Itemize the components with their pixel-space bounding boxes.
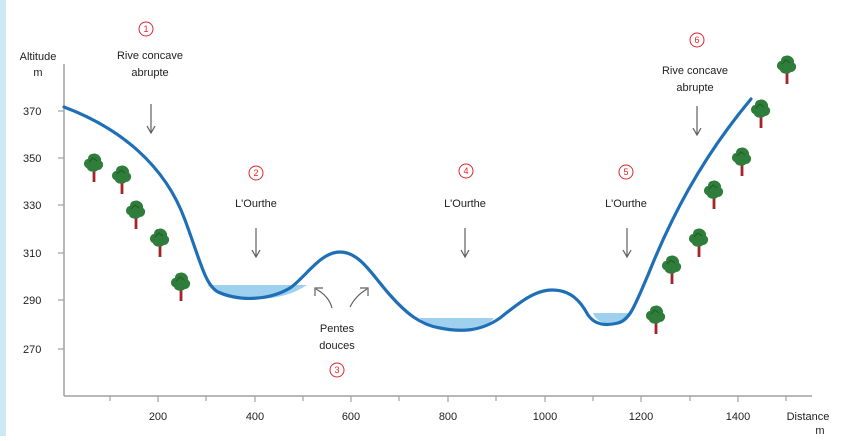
tree-icon <box>750 98 771 129</box>
x-tick-label: 800 <box>439 411 457 423</box>
marker-2 <box>248 165 264 181</box>
arrow-down-icon <box>251 227 261 258</box>
x-tick-marks <box>109 396 787 402</box>
marker-4-number: 4 <box>463 166 468 176</box>
arrow-down-icon <box>622 227 632 258</box>
y-tick-label: 270 <box>23 344 41 356</box>
x-tick-label: 1400 <box>726 411 750 423</box>
x-tick-label: 600 <box>342 411 360 423</box>
label-6-line1: Rive concave <box>662 65 728 77</box>
y-axis-unit: m <box>33 67 42 79</box>
arrow-down-icon <box>460 227 470 258</box>
marker-3 <box>329 362 345 378</box>
marker-6 <box>689 32 705 48</box>
x-tick-label: 200 <box>149 411 167 423</box>
y-tick-marks <box>58 110 64 350</box>
y-tick-label: 350 <box>23 153 41 165</box>
tree-icon <box>776 54 797 85</box>
x-axis-unit: m <box>815 425 824 436</box>
label-5: L'Ourthe <box>605 198 647 210</box>
marker-4 <box>458 163 474 179</box>
y-axis-title: Altitude <box>20 51 57 63</box>
x-axis-title: Distance <box>787 411 830 423</box>
y-tick-label: 310 <box>23 248 41 260</box>
y-tick-label: 370 <box>23 106 41 118</box>
marker-5-number: 5 <box>623 167 628 177</box>
marker-5 <box>618 164 634 180</box>
label-3-line2: douces <box>319 340 355 352</box>
tree-icon <box>125 199 146 230</box>
label-3-line1: Pentes <box>320 323 355 335</box>
label-1-line1: Rive concave <box>117 50 183 62</box>
tree-icon <box>83 152 104 183</box>
tree-icon <box>688 227 709 258</box>
label-4: L'Ourthe <box>444 198 486 210</box>
arrow-down-icon <box>146 103 156 134</box>
x-tick-label: 1000 <box>533 411 557 423</box>
x-tick-label: 1200 <box>629 411 653 423</box>
marker-2-number: 2 <box>253 168 258 178</box>
arrow-down-icon <box>692 105 702 136</box>
tree-icon <box>111 164 132 195</box>
x-tick-label: 400 <box>246 411 264 423</box>
tree-icon <box>731 146 752 177</box>
marker-1 <box>138 21 154 37</box>
label-6-line2: abrupte <box>676 82 713 94</box>
label-1-line2: abrupte <box>131 67 168 79</box>
terrain-profile-line <box>62 97 753 332</box>
marker-3-number: 3 <box>334 365 339 375</box>
tree-icon <box>703 179 724 210</box>
arrow-up-left-icon <box>314 287 333 309</box>
marker-1-number: 1 <box>143 24 148 34</box>
tree-icon <box>170 271 191 302</box>
tree-icon <box>661 254 682 285</box>
y-tick-label: 290 <box>23 295 41 307</box>
marker-6-number: 6 <box>694 35 699 45</box>
label-2: L'Ourthe <box>235 198 277 210</box>
arrow-up-right-icon <box>349 287 369 308</box>
tree-icon <box>645 304 666 335</box>
y-tick-label: 330 <box>23 200 41 212</box>
tree-icon <box>149 227 170 258</box>
